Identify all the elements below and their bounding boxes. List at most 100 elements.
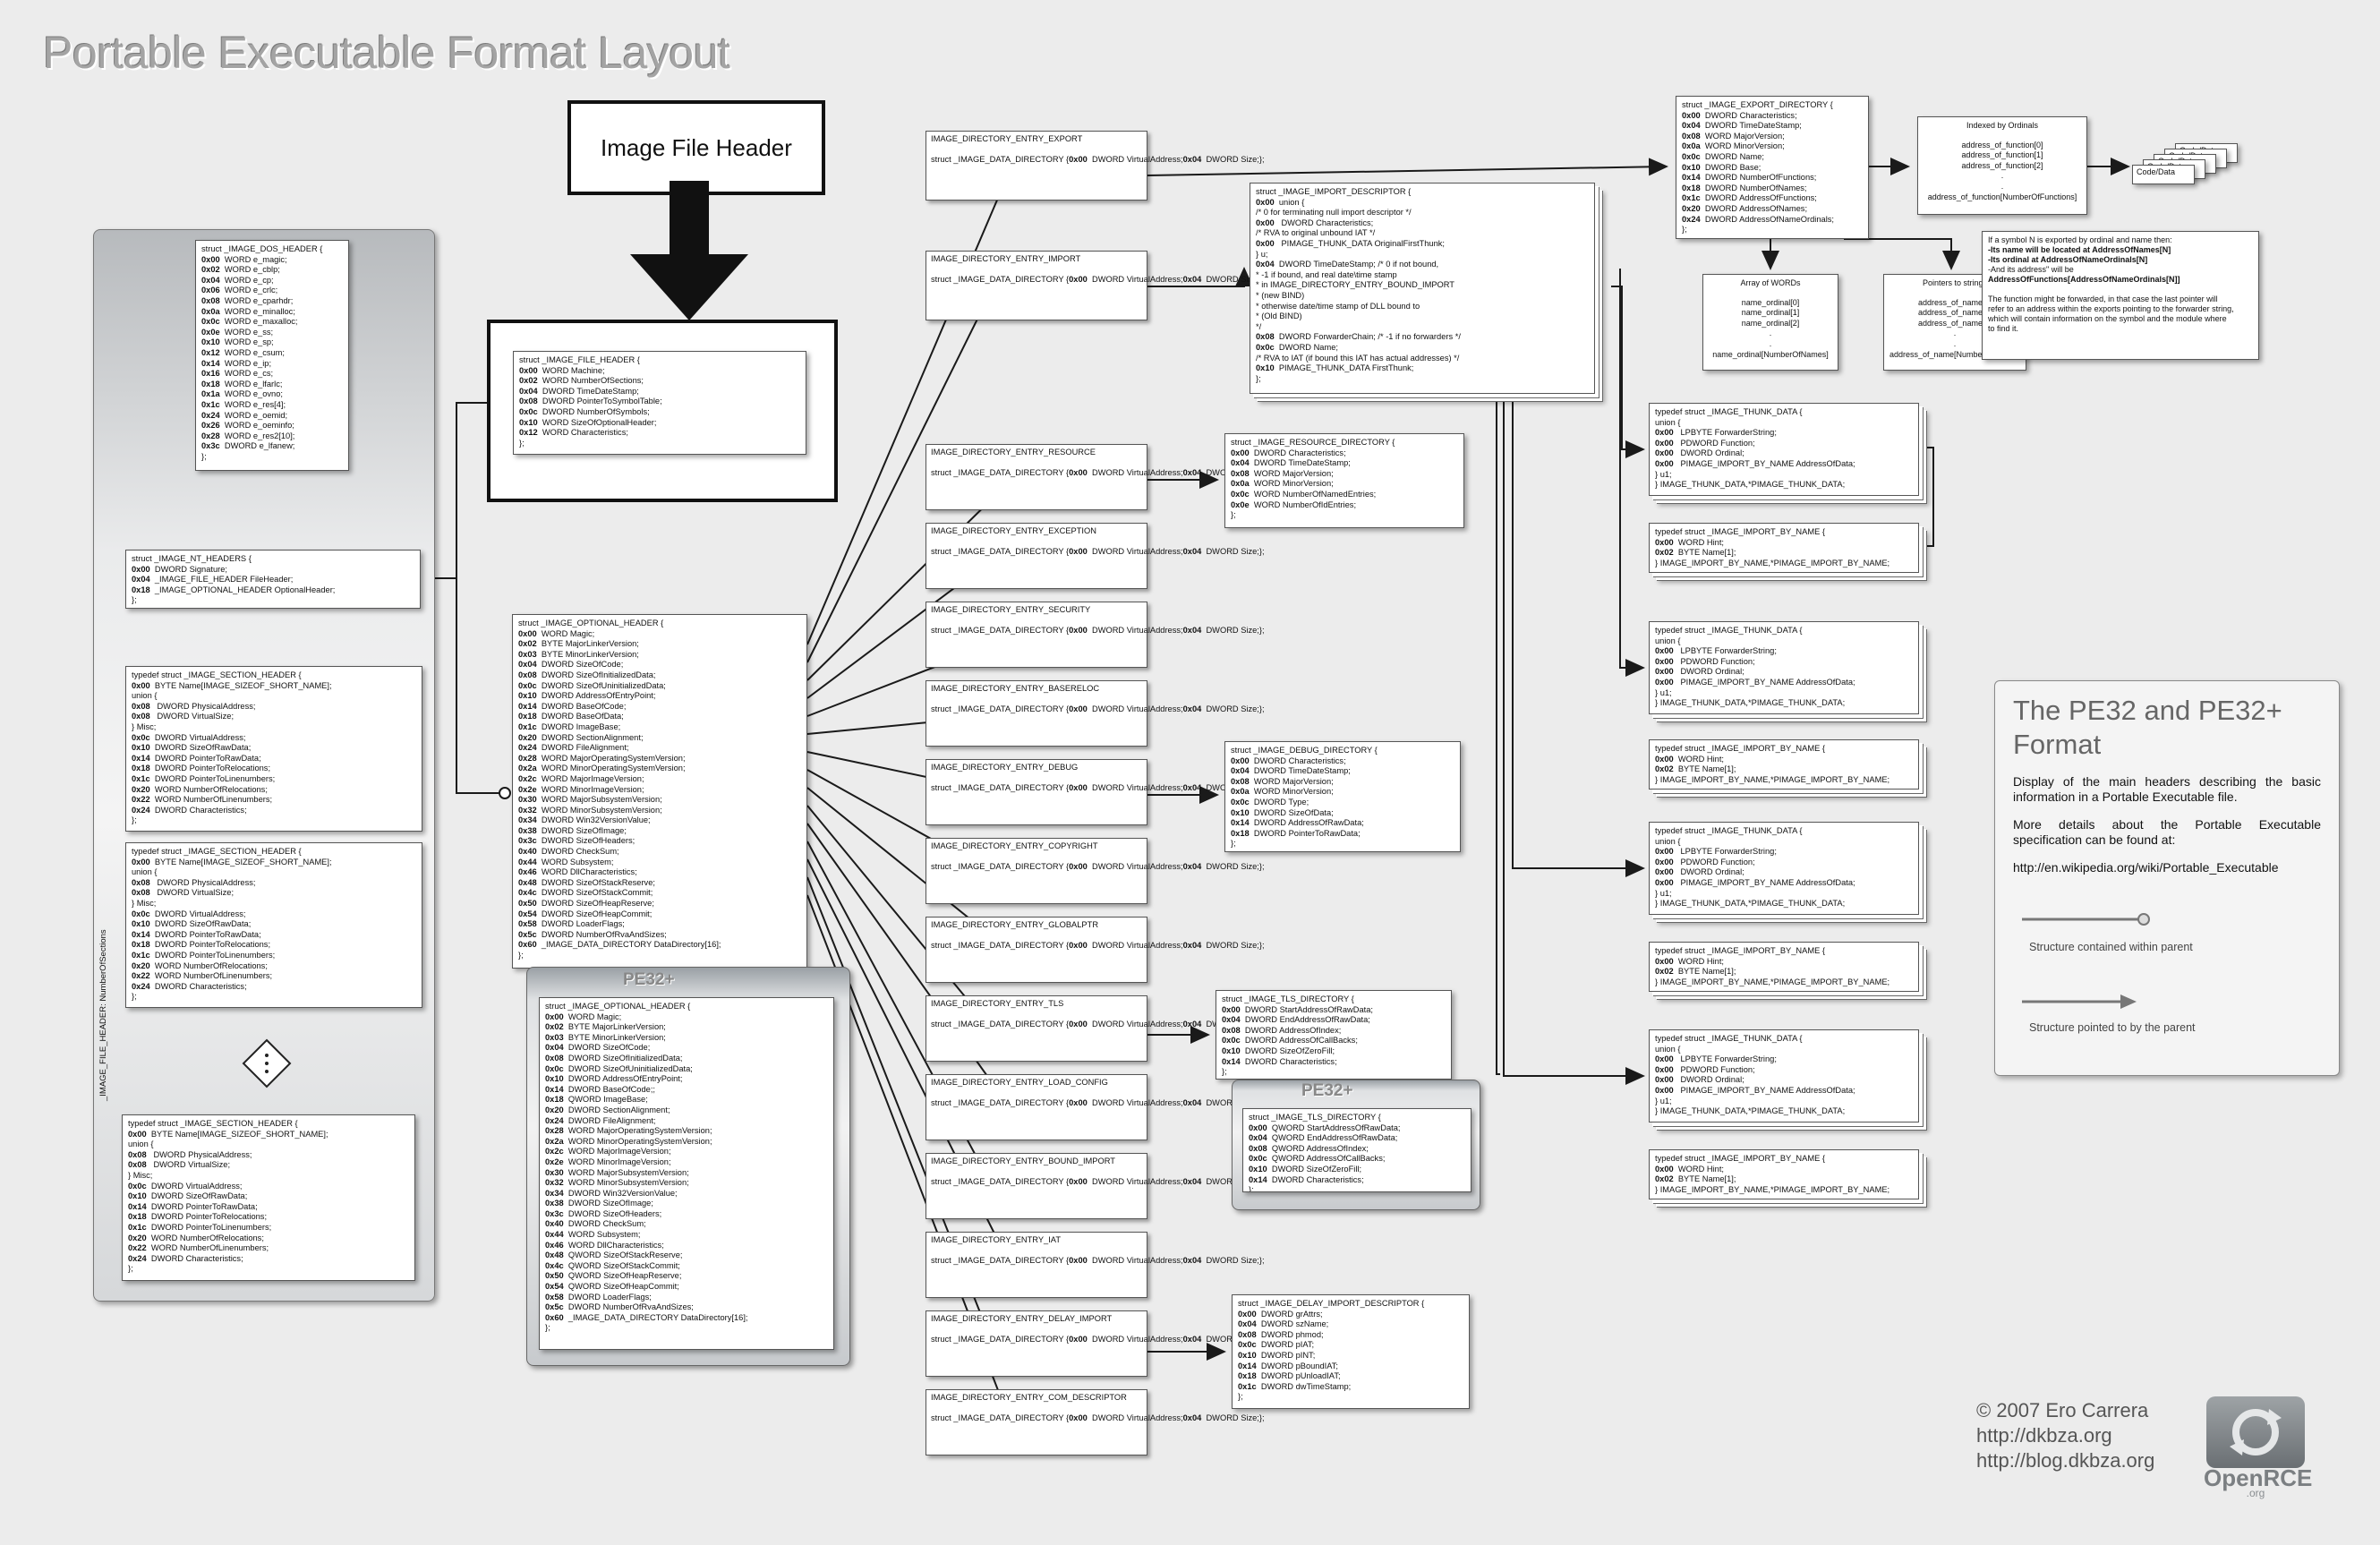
struct-line: }; (132, 815, 416, 826)
field-text: DWORD LoaderFlags; (541, 919, 625, 929)
struct-line: 0x00 DWORD Ordinal; (1655, 448, 1913, 459)
field-text: DWORD SizeOfRawData; (154, 919, 252, 929)
struct-line: 0x5c DWORD NumberOfRvaAndSizes; (518, 930, 801, 941)
field-text: DWORD VirtualSize; (154, 888, 235, 898)
struct-line: 0x08 DWORD PhysicalAddress; (132, 702, 416, 713)
struct-line: 0x02 BYTE MajorLinkerVersion; (518, 639, 801, 650)
struct-line: 0x26 WORD e_oeminfo; (201, 421, 343, 431)
struct-line: }; (519, 439, 800, 449)
field-offset: 0x00 (1256, 218, 1275, 227)
field-text: DWORD VirtualAddress; (1092, 1413, 1183, 1422)
info-url[interactable]: http://en.wikipedia.org/wiki/Portable_Ex… (2013, 860, 2279, 875)
field-text: DWORD CheckSum; (541, 847, 619, 857)
field-text: * -1 if bound, and real date\time stamp (1256, 269, 1397, 279)
field-offset: 0x02 (1655, 764, 1674, 774)
struct-line: 0x00 BYTE Name[IMAGE_SIZEOF_SHORT_NAME]; (132, 858, 416, 868)
field-offset: 0x0c (132, 909, 150, 918)
field-offset: 0x2c (518, 773, 537, 783)
field-text: DWORD PointerToLinenumbers; (154, 950, 276, 960)
struct-line: 0x46 WORD DllCharacteristics; (545, 1241, 828, 1251)
field-text: WORD MajorSubsystemVersion; (541, 795, 662, 805)
struct-line: 0x02 BYTE MajorLinkerVersion; (545, 1022, 828, 1033)
struct-line: struct _IMAGE_TLS_DIRECTORY { (1222, 994, 1446, 1005)
field-offset: 0x30 (545, 1167, 564, 1177)
blog-link[interactable]: http://blog.dkbza.org (1976, 1449, 2155, 1472)
export-note-line: to find it. (1988, 324, 2019, 333)
field-text: DWORD PointerToRawData; (150, 1201, 258, 1211)
field-text: }; (1256, 373, 1261, 383)
field-text: }; (1231, 839, 1236, 849)
struct-line: 0x04 DWORD Size; (1183, 862, 1259, 871)
struct-line: 0x0c WORD NumberOfNamedEntries; (1231, 490, 1458, 500)
field-offset: 0x04 (1182, 154, 1202, 164)
array-line: . (1769, 338, 1772, 348)
field-text: DWORD Base; (1704, 162, 1762, 172)
field-offset: 0x0c (518, 680, 537, 690)
directory-entry-name: IMAGE_DIRECTORY_ENTRY_BOUND_IMPORT (931, 1157, 1115, 1165)
struct-line: 0x04 DWORD Size; (1183, 941, 1259, 950)
thunk-data-struct: typedef struct _IMAGE_THUNK_DATA { union… (1649, 822, 1919, 915)
struct-line: 0x1c DWORD PointerToLinenumbers; (128, 1223, 409, 1233)
struct-line: struct _IMAGE_DATA_DIRECTORY { (931, 155, 1069, 164)
site-link[interactable]: http://dkbza.org (1976, 1424, 2112, 1447)
struct-line: * otherwise date/time stamp of DLL bound… (1256, 302, 1589, 312)
struct-line: 0x60 _IMAGE_DATA_DIRECTORY DataDirectory… (545, 1313, 828, 1324)
struct-line: } Misc; (128, 1171, 409, 1182)
field-text: DWORD Ordinal; (1677, 667, 1744, 677)
struct-line: 0x02 BYTE Name[1]; (1655, 764, 1913, 775)
import-by-name-struct: typedef struct _IMAGE_IMPORT_BY_NAME {0x… (1649, 1149, 1919, 1199)
field-text: }; (519, 438, 525, 448)
field-text: PIMAGE_IMPORT_BY_NAME AddressOfData; (1677, 458, 1855, 468)
export-note-line: If a symbol N is exported by ordinal and… (1988, 235, 2172, 244)
struct-line: 0x20 DWORD AddressOfNames; (1682, 204, 1863, 215)
struct-line: struct _IMAGE_OPTIONAL_HEADER { (545, 1002, 828, 1012)
export-names-arrow (1844, 238, 1960, 270)
struct-line: 0x08 DWORD AddressOfIndex; (1222, 1026, 1446, 1037)
field-offset: 0x00 (545, 1012, 564, 1021)
field-text: WORD e_csum; (224, 347, 286, 357)
struct-line: 0x0c WORD e_maxalloc; (201, 317, 343, 328)
field-text: PIMAGE_THUNK_DATA FirstThunk; (1278, 363, 1414, 373)
struct-line: 0x08 DWORD PhysicalAddress; (132, 878, 416, 889)
field-text: QWORD AddressOfIndex; (1271, 1143, 1369, 1153)
field-offset: 0x04 (1182, 1413, 1202, 1422)
name-pointers-heading: Pointers to strings (1922, 278, 1988, 287)
field-text: DWORD Name; (1704, 151, 1764, 161)
struct-line: struct _IMAGE_DATA_DIRECTORY { (931, 1256, 1069, 1265)
section-header-struct-3: typedef struct _IMAGE_SECTION_HEADER {0x… (122, 1114, 415, 1281)
field-text: struct _IMAGE_DATA_DIRECTORY { (931, 154, 1070, 164)
struct-line: 0x28 WORD e_res2[10]; (201, 431, 343, 442)
field-text: struct _IMAGE_DATA_DIRECTORY { (931, 1097, 1070, 1107)
field-text: PDWORD Function; (1677, 656, 1755, 666)
field-text: } u; (1256, 249, 1268, 259)
struct-line: } u1; (1655, 688, 1913, 699)
field-offset: 0x08 (1256, 332, 1275, 342)
struct-line: 0x2e WORD MinorImageVersion; (545, 1157, 828, 1168)
field-offset: 0x04 (1182, 940, 1202, 950)
field-text: WORD Hint; (1677, 754, 1724, 764)
directory-entry-name: IMAGE_DIRECTORY_ENTRY_DEBUG (931, 763, 1079, 772)
field-text: DWORD PointerToRawData; (154, 929, 261, 939)
field-offset: 0x00 (1231, 755, 1250, 765)
struct-line: } u1; (1655, 470, 1913, 481)
field-text: }; (1682, 225, 1687, 235)
field-offset: 0x00 (518, 628, 537, 638)
struct-line: union { (1655, 418, 1913, 429)
functions-array-heading: Indexed by Ordinals (1966, 121, 2039, 130)
field-offset: 0x18 (128, 1212, 147, 1222)
struct-line: 0x0c DWORD VirtualAddress; (132, 909, 416, 920)
field-text: union { (1655, 417, 1681, 427)
struct-line: 0x58 DWORD LoaderFlags; (518, 919, 801, 930)
field-text: WORD e_lfarlc; (224, 379, 283, 388)
field-text: } IMAGE_IMPORT_BY_NAME,*PIMAGE_IMPORT_BY… (1655, 1184, 1890, 1194)
field-offset: 0x00 (1069, 1176, 1088, 1186)
struct-line: 0x00 DWORD VirtualAddress; (1069, 704, 1182, 713)
struct-line: 0x00 DWORD VirtualAddress; (1069, 1098, 1182, 1107)
field-text: struct _IMAGE_OPTIONAL_HEADER { (518, 619, 664, 627)
struct-line: }; (1259, 704, 1265, 713)
legend-graphics (2022, 913, 2150, 1009)
